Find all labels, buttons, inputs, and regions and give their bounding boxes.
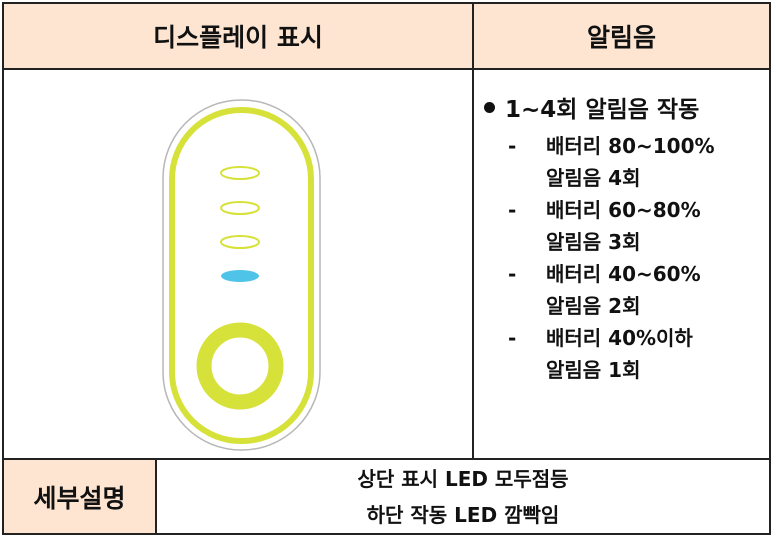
alarm-header: 알림음 (474, 4, 769, 70)
alarm-item-battery: 배터리 80~100% (546, 134, 715, 158)
battery-alarm-table: 디스플레이 표시 알림음 1~4회 알림음 작동 - 배터리 80~100% 알림… (2, 2, 771, 535)
alarm-item: - 배터리 60~80% 알림음 3회 (484, 194, 715, 258)
device-outline (169, 107, 314, 444)
alarm-item-count: 알림음 4회 (546, 166, 641, 190)
led-3 (220, 235, 260, 249)
alarm-item-battery: 배터리 40~60% (546, 262, 701, 286)
led-1 (220, 166, 260, 180)
alarm-item-battery: 배터리 40%이하 (546, 326, 693, 350)
alarm-item-count: 알림음 1회 (546, 358, 641, 382)
alarm-item-battery: 배터리 60~80% (546, 198, 701, 222)
alarm-item-count: 알림음 2회 (546, 294, 641, 318)
alarm-title: 1~4회 알림음 작동 (505, 97, 700, 123)
alarm-item: - 배터리 80~100% 알림음 4회 (484, 130, 715, 194)
detail-label: 세부설명 (4, 460, 157, 533)
bullet-icon (484, 101, 495, 113)
alarm-item: - 배터리 40~60% 알림음 2회 (484, 258, 715, 322)
display-header: 디스플레이 표시 (4, 4, 474, 70)
alarm-cell: 1~4회 알림음 작동 - 배터리 80~100% 알림음 4회 - 배터리 60~… (474, 70, 769, 460)
led-2 (220, 201, 260, 215)
led-4 (221, 270, 259, 282)
dash: - (508, 326, 517, 350)
dash: - (508, 262, 517, 286)
detail-line-1: 상단 표시 LED 모두점등 (357, 466, 569, 491)
detail-text: 상단 표시 LED 모두점등 하단 작동 LED 깜빡임 (157, 460, 769, 533)
device-illustration (162, 99, 321, 451)
alarm-list: 1~4회 알림음 작동 - 배터리 80~100% 알림음 4회 - 배터리 60~… (484, 90, 715, 386)
display-cell (4, 70, 474, 460)
alarm-item-count: 알림음 3회 (546, 230, 641, 254)
detail-line-2: 하단 작동 LED 깜빡임 (366, 502, 560, 527)
dash: - (508, 198, 517, 222)
dash: - (508, 134, 517, 158)
power-button-ring (196, 322, 284, 410)
alarm-title-row: 1~4회 알림음 작동 (484, 90, 715, 124)
alarm-item: - 배터리 40%이하 알림음 1회 (484, 322, 715, 386)
